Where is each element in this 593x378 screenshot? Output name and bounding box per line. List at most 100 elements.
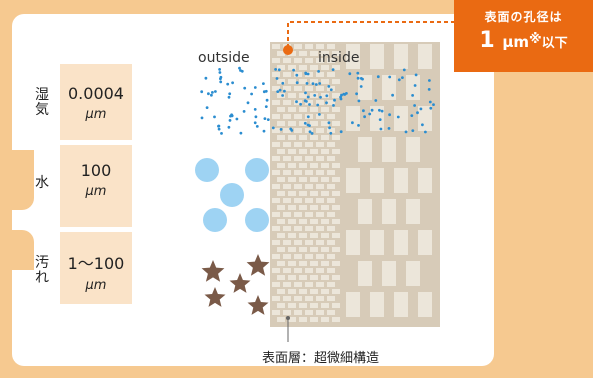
outside-label: outside [198, 50, 250, 66]
surface-brick [321, 289, 329, 294]
surface-brick [294, 212, 302, 217]
vapor-dot [411, 94, 414, 97]
surface-brick [277, 275, 285, 280]
surface-brick [272, 114, 280, 119]
inner-brick [346, 168, 360, 193]
surface-brick [299, 303, 307, 308]
vapor-dot [378, 118, 382, 121]
surface-brick [272, 100, 280, 105]
vapor-dot [368, 112, 372, 116]
surface-brick [288, 79, 296, 84]
inner-brick [394, 44, 408, 69]
surface-brick [305, 142, 313, 147]
vapor-dot [265, 98, 269, 102]
vapor-dot [310, 132, 314, 135]
surface-brick [332, 289, 340, 294]
surface-brick [321, 121, 329, 126]
inner-brick [382, 199, 396, 224]
surface-brick [310, 177, 318, 182]
surface-brick [327, 114, 335, 119]
surface-brick [310, 79, 318, 84]
inner-brick [346, 44, 360, 69]
vapor-dot [306, 72, 310, 76]
surface-brick [332, 121, 340, 126]
vapor-dot [356, 76, 360, 80]
surface-brick [310, 317, 318, 322]
surface-brick [294, 86, 302, 91]
surface-brick [321, 303, 329, 308]
surface-brick [277, 121, 285, 126]
surface-brick [272, 142, 280, 147]
vapor-dot [424, 130, 427, 134]
dirt-particle [229, 273, 251, 293]
vapor-dot [292, 68, 295, 72]
surface-brick [277, 219, 285, 224]
surface-brick [310, 51, 318, 56]
surface-brick [283, 128, 291, 133]
label-water: 水 [35, 175, 49, 191]
surface-brick [310, 149, 318, 154]
surface-brick [321, 275, 329, 280]
vapor-dot [311, 82, 315, 85]
surface-brick [316, 254, 324, 259]
vapor-dot [401, 76, 404, 79]
surface-brick [283, 254, 291, 259]
surface-brick [316, 156, 324, 161]
vapor-dot [235, 117, 239, 121]
vapor-dot [306, 95, 310, 99]
surface-brick [299, 79, 307, 84]
inner-brick [346, 292, 360, 317]
surface-brick [277, 247, 285, 252]
surface-brick [305, 240, 313, 245]
surface-brick [305, 198, 313, 203]
vapor-dot [200, 116, 204, 120]
surface-brick [277, 317, 285, 322]
surface-brick [332, 275, 340, 280]
surface-brick [327, 268, 335, 273]
surface-brick [310, 65, 318, 70]
vapor-dot [339, 130, 343, 134]
vapor-dot [204, 76, 208, 80]
surface-brick [283, 184, 291, 189]
surface-brick [327, 240, 335, 245]
surface-brick [299, 121, 307, 126]
surface-brick [277, 93, 285, 98]
vapor-dot [262, 82, 265, 85]
vapor-dot [428, 79, 431, 82]
vapor-dot [316, 103, 320, 107]
vapor-dot [325, 94, 329, 98]
vapor-dot [253, 108, 257, 111]
inner-brick [406, 75, 420, 100]
vapor-dot [348, 72, 352, 76]
surface-brick [332, 79, 340, 84]
vapor-dot [242, 110, 246, 113]
inner-brick [418, 44, 432, 69]
inner-brick [346, 106, 360, 131]
vapor-dot [228, 92, 232, 96]
surface-brick [288, 135, 296, 140]
surface-brick [327, 58, 335, 63]
vapor-dot [410, 114, 414, 117]
dirt-particle [204, 287, 226, 307]
surface-brick [321, 191, 329, 196]
surface-brick [332, 219, 340, 224]
surface-brick [277, 107, 285, 112]
surface-brick [305, 128, 313, 133]
vapor-dot [339, 97, 343, 101]
surface-brick [321, 177, 329, 182]
vapor-dot [413, 84, 417, 87]
surface-brick [288, 93, 296, 98]
surface-brick [288, 289, 296, 294]
surface-brick [283, 212, 291, 217]
surface-brick [310, 135, 318, 140]
surface-brick [310, 107, 318, 112]
surface-brick [316, 310, 324, 315]
surface-brick [272, 240, 280, 245]
surface-brick [294, 184, 302, 189]
surface-brick [288, 149, 296, 154]
surface-brick [299, 135, 307, 140]
surface-brick [288, 65, 296, 70]
surface-brick [299, 177, 307, 182]
